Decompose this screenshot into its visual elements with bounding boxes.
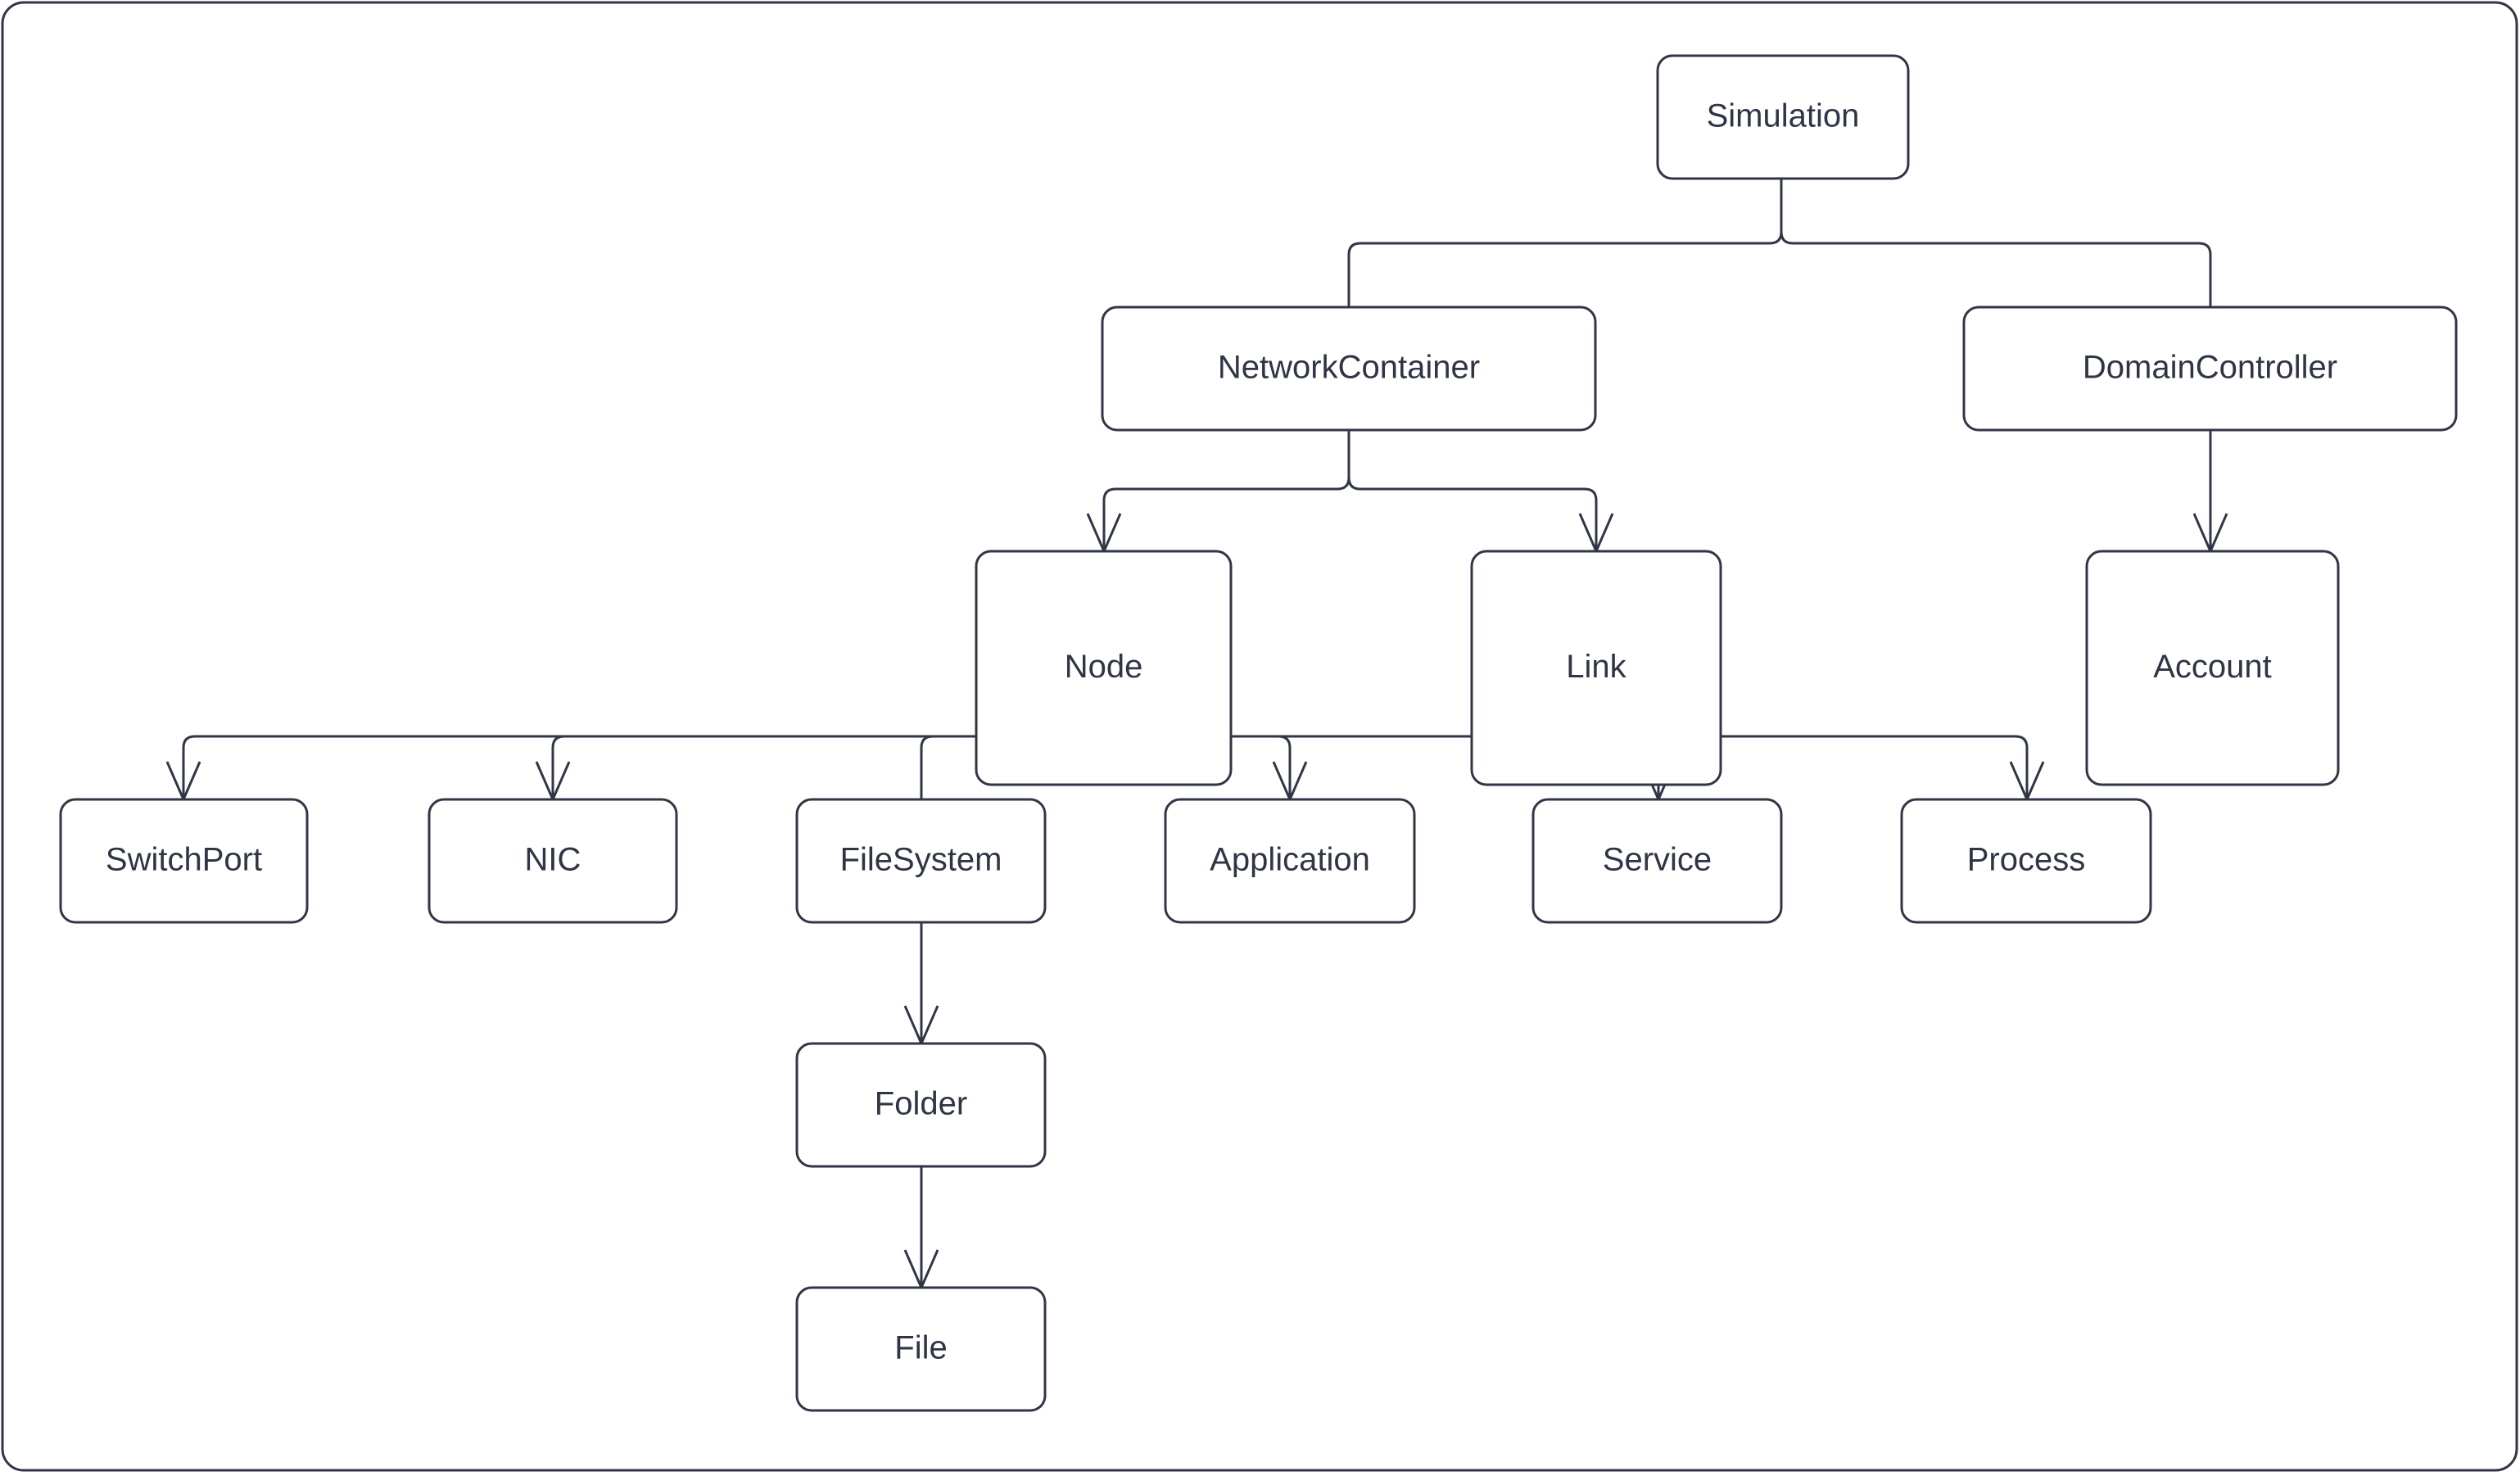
class-node-file[interactable]: File [795,1286,1047,1412]
class-node-label: DomainController [2083,350,2337,386]
class-node-label: NIC [525,842,581,878]
class-node-box[interactable] [1164,798,1416,924]
class-node-box[interactable] [1656,54,1910,180]
class-node-label: FileSystem [840,842,1002,878]
class-node-label: Process [1967,842,2086,878]
edge-simulation-domaincontroller [1780,179,2212,307]
class-node-box[interactable] [1900,798,2152,924]
class-node-label: SwitchPort [106,842,262,878]
class-node-filesystem[interactable]: FileSystem [795,798,1047,924]
class-node-simulation[interactable]: Simulation [1656,54,1910,180]
class-node-node[interactable]: Node [975,550,1233,786]
class-node-account[interactable]: Account [2085,550,2340,786]
edge-line [1780,179,2212,307]
class-node-box[interactable] [1101,306,1597,432]
class-node-box[interactable] [795,1042,1047,1168]
class-node-box[interactable] [2085,550,2340,786]
class-node-application[interactable]: Application [1164,798,1416,924]
class-node-label: Node [1065,649,1143,685]
class-node-link[interactable]: Link [1470,550,1722,786]
class-node-label: File [894,1330,947,1366]
class-node-box[interactable] [795,1286,1047,1412]
class-node-label: Link [1566,649,1626,685]
class-node-label: Account [2153,649,2272,685]
class-node-label: Service [1603,842,1712,878]
class-node-box[interactable] [1531,798,1783,924]
class-node-label: NetworkContainer [1218,350,1480,386]
class-node-folder[interactable]: Folder [795,1042,1047,1168]
class-node-box[interactable] [428,798,678,924]
class-node-nic[interactable]: NIC [428,798,678,924]
class-node-label: Simulation [1707,98,1860,134]
class-node-label: Folder [875,1086,967,1122]
class-node-label: Application [1210,842,1370,878]
class-node-domaincontroller[interactable]: DomainController [1962,306,2458,432]
class-node-box[interactable] [1470,550,1722,786]
class-node-process[interactable]: Process [1900,798,2152,924]
class-node-box[interactable] [795,798,1047,924]
class-node-box[interactable] [975,550,1233,786]
class-node-switchport[interactable]: SwitchPort [59,798,309,924]
class-node-networkcontainer[interactable]: NetworkContainer [1101,306,1597,432]
class-node-service[interactable]: Service [1531,798,1783,924]
class-node-box[interactable] [1962,306,2458,432]
class-node-box[interactable] [59,798,309,924]
edge-line [1347,430,1598,551]
